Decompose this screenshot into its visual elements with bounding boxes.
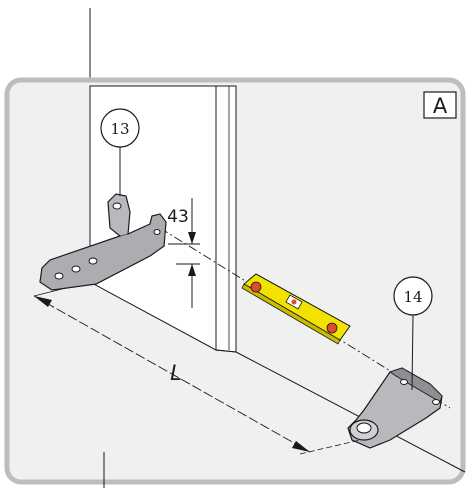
dimension-43: 43	[167, 198, 200, 308]
panel-label: A	[433, 94, 448, 118]
dimension-length: L	[33, 295, 361, 455]
hinge-14	[347, 367, 443, 449]
callout-14-label: 14	[403, 288, 422, 306]
spirit-level	[241, 273, 351, 345]
hinge-13	[39, 193, 167, 291]
panel-label-box: A	[423, 91, 457, 119]
callout-14: 14	[393, 276, 433, 391]
callout-13: 13	[100, 108, 140, 196]
callout-13-label: 13	[110, 120, 129, 138]
length-label: L	[170, 361, 182, 385]
dimension-43-label: 43	[167, 207, 189, 227]
